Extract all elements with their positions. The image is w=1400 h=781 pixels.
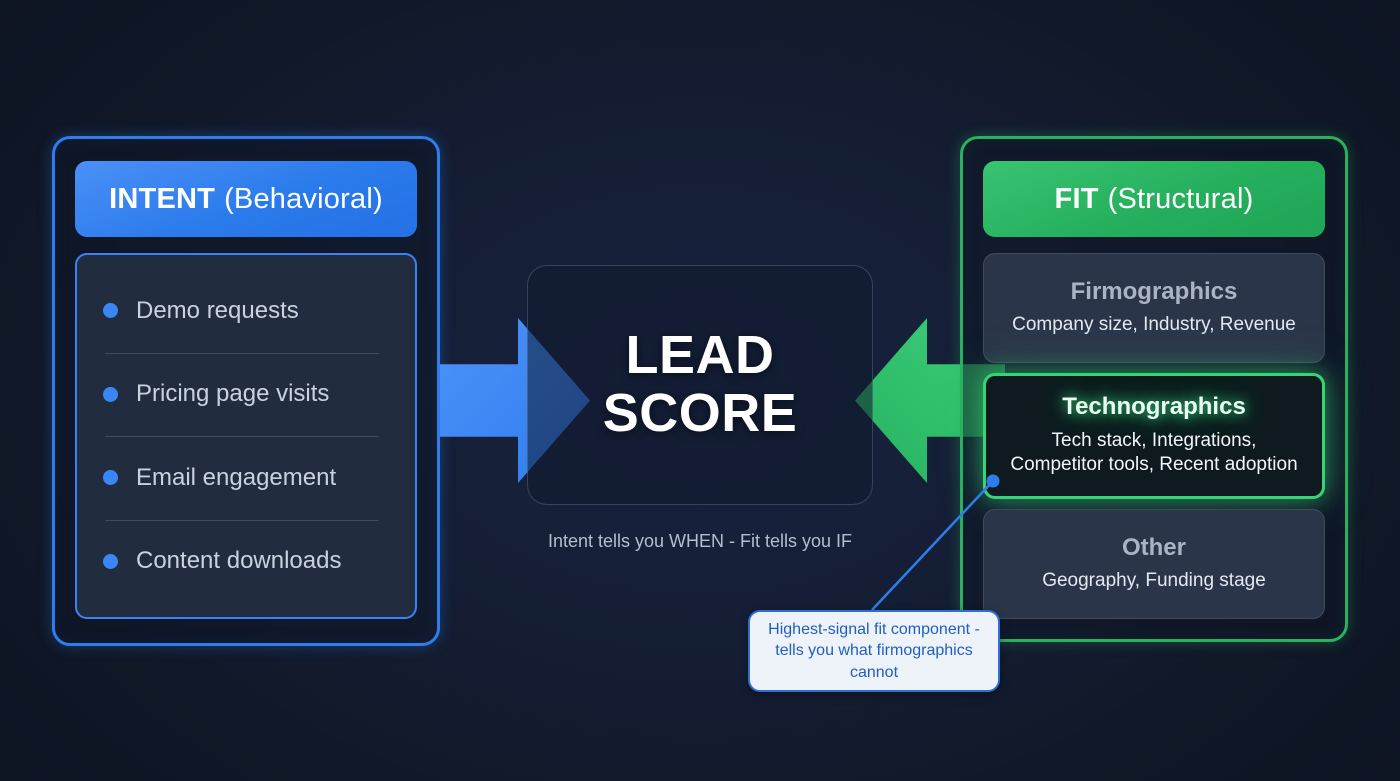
bullet-icon xyxy=(103,553,118,569)
lead-score-line1: LEAD xyxy=(625,325,775,386)
fit-card-subtitle: Company size, Industry, Revenue xyxy=(1012,314,1296,336)
list-item[interactable]: Content downloads xyxy=(103,519,389,604)
list-item-label: Pricing page visits xyxy=(136,380,330,408)
fit-card-title: Firmographics xyxy=(1070,277,1238,305)
fit-panel: FIT (Structural) Firmographics Company s… xyxy=(960,136,1348,642)
intent-panel: INTENT (Behavioral) Demo requests Pricin… xyxy=(52,136,440,646)
list-item-label: Content downloads xyxy=(136,547,342,575)
bullet-icon xyxy=(103,303,118,319)
fit-card-technographics[interactable]: Technographics Tech stack, Integrations,… xyxy=(983,373,1325,499)
fit-card-title: Technographics xyxy=(1062,393,1246,421)
fit-header-strong: FIT xyxy=(1054,182,1099,215)
fit-card-other[interactable]: Other Geography, Funding stage xyxy=(983,509,1325,619)
fit-header: FIT (Structural) xyxy=(983,161,1325,237)
lead-score-title: LEAD SCORE xyxy=(602,325,798,443)
fit-header-light: (Structural) xyxy=(1107,182,1254,215)
list-item[interactable]: Demo requests xyxy=(103,269,389,353)
fit-card-subtitle: Geography, Funding stage xyxy=(1042,570,1266,592)
lead-score-box: LEAD SCORE xyxy=(527,265,873,505)
bullet-icon xyxy=(103,386,118,402)
callout-text: Highest-signal fit component - tells you… xyxy=(768,621,980,681)
intent-list-card: Demo requests Pricing page visits Email … xyxy=(75,253,417,619)
lead-score-line2: SCORE xyxy=(602,383,798,443)
intent-header: INTENT (Behavioral) xyxy=(75,161,417,237)
list-item-label: Demo requests xyxy=(136,296,299,324)
list-item-label: Email engagement xyxy=(136,463,337,491)
callout-box: Highest-signal fit component - tells you… xyxy=(748,610,1000,692)
intent-header-strong: INTENT xyxy=(109,182,216,215)
list-item[interactable]: Pricing page visits xyxy=(103,352,389,437)
fit-card-subtitle: Tech stack, Integrations, Competitor too… xyxy=(1010,429,1298,476)
fit-card-title: Other xyxy=(1121,533,1186,561)
intent-header-light: (Behavioral) xyxy=(224,182,383,215)
fit-card-firmographics[interactable]: Firmographics Company size, Industry, Re… xyxy=(983,253,1325,363)
center-caption: Intent tells you WHEN - Fit tells you IF xyxy=(547,531,853,551)
bullet-icon xyxy=(103,470,118,486)
list-item[interactable]: Email engagement xyxy=(103,436,389,520)
